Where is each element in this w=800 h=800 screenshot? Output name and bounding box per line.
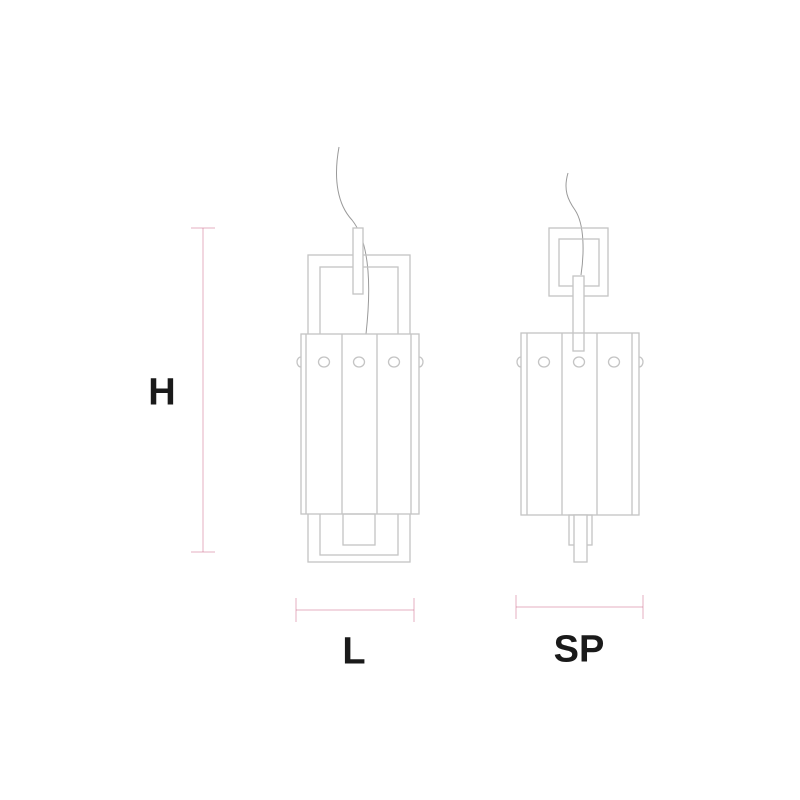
length-dimension-line [295,598,415,622]
side-view-lamp [516,172,644,563]
front-view-lamp [296,146,424,563]
height-dimension-line [191,227,215,553]
side-cable [565,172,584,276]
hanging-bar [352,227,364,295]
front-cable [336,146,370,335]
arm-rod [572,275,585,352]
depth-label: SP [553,628,605,671]
height-label: H [148,371,176,414]
bottom-socket [342,513,376,546]
depth-dimension-line [515,595,644,619]
length-label: L [342,630,366,673]
